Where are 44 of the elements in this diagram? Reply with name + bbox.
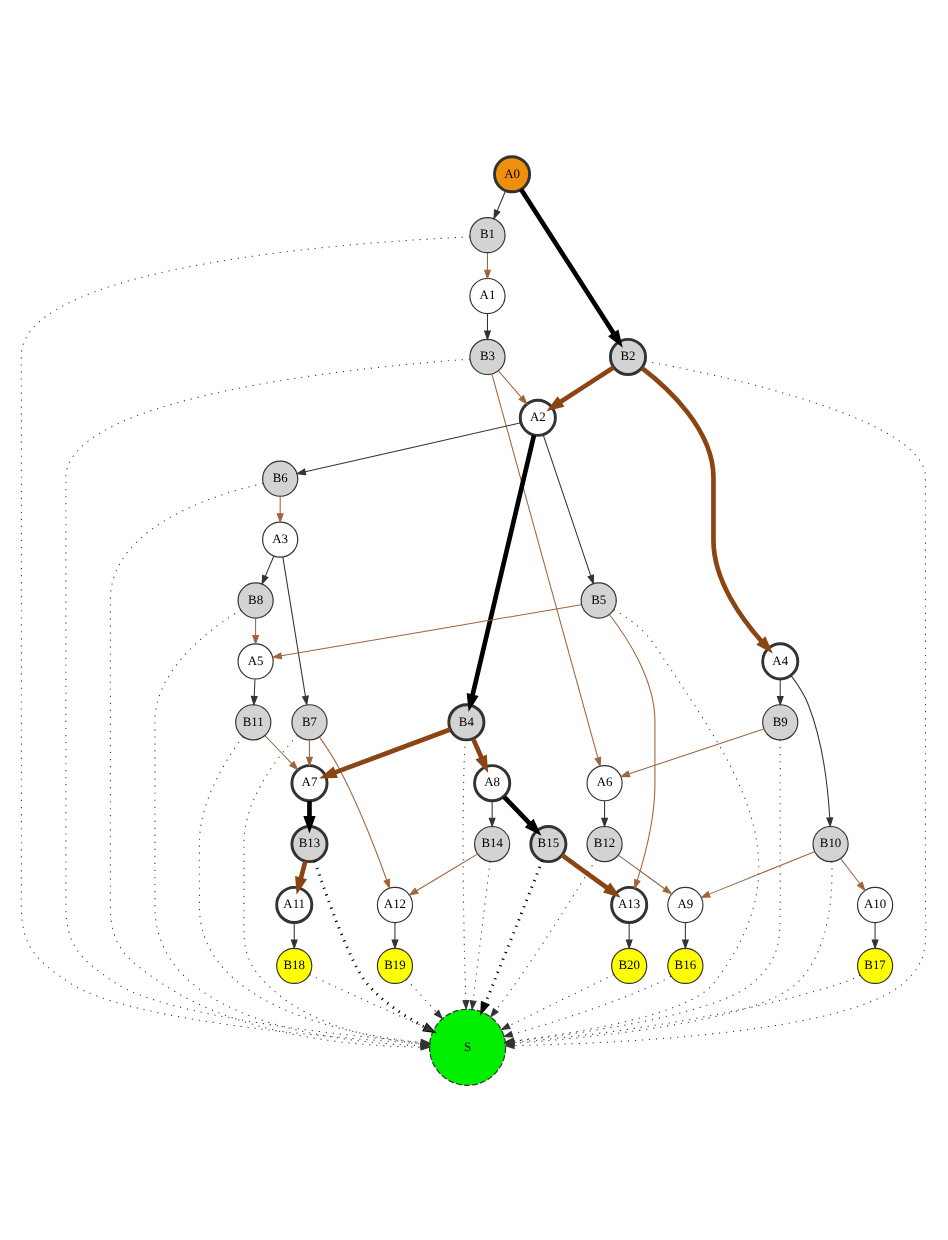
arrow	[309, 973, 435, 1031]
arrow	[491, 372, 602, 767]
arrow	[391, 921, 399, 949]
arrow	[295, 859, 308, 894]
arrow	[408, 852, 478, 895]
arrow	[840, 857, 866, 891]
arrow	[466, 433, 537, 711]
arrow	[295, 421, 522, 475]
arrow	[250, 677, 258, 706]
arrow	[619, 727, 765, 777]
arrow	[264, 734, 299, 770]
arrow	[498, 369, 528, 404]
arrow	[319, 735, 391, 889]
arrow	[483, 251, 492, 279]
arrow	[319, 726, 451, 778]
arrow	[700, 850, 815, 897]
arrow	[493, 189, 507, 219]
arrow	[502, 794, 542, 835]
arrow	[776, 677, 784, 706]
arrow	[313, 859, 437, 1033]
arrow	[261, 554, 275, 585]
arrow	[546, 364, 615, 411]
arrow	[305, 738, 314, 767]
arrow	[871, 921, 879, 949]
arrow	[252, 616, 260, 645]
arrow	[500, 973, 615, 1030]
arrow	[617, 853, 673, 894]
arrow	[542, 433, 594, 585]
arrow	[469, 860, 491, 1010]
arrow	[640, 365, 773, 653]
arrow	[303, 800, 316, 833]
arrow	[790, 673, 834, 827]
arrow	[471, 736, 489, 772]
arrow	[519, 187, 623, 347]
arrow	[271, 603, 582, 659]
arrow	[480, 859, 544, 1015]
arrow	[488, 799, 496, 828]
arrow	[502, 974, 672, 1037]
arrow	[600, 799, 609, 828]
arrow	[609, 613, 656, 889]
arrow	[405, 977, 444, 1019]
arrow	[489, 858, 597, 1018]
arrow	[560, 852, 621, 897]
arrow	[282, 555, 309, 706]
